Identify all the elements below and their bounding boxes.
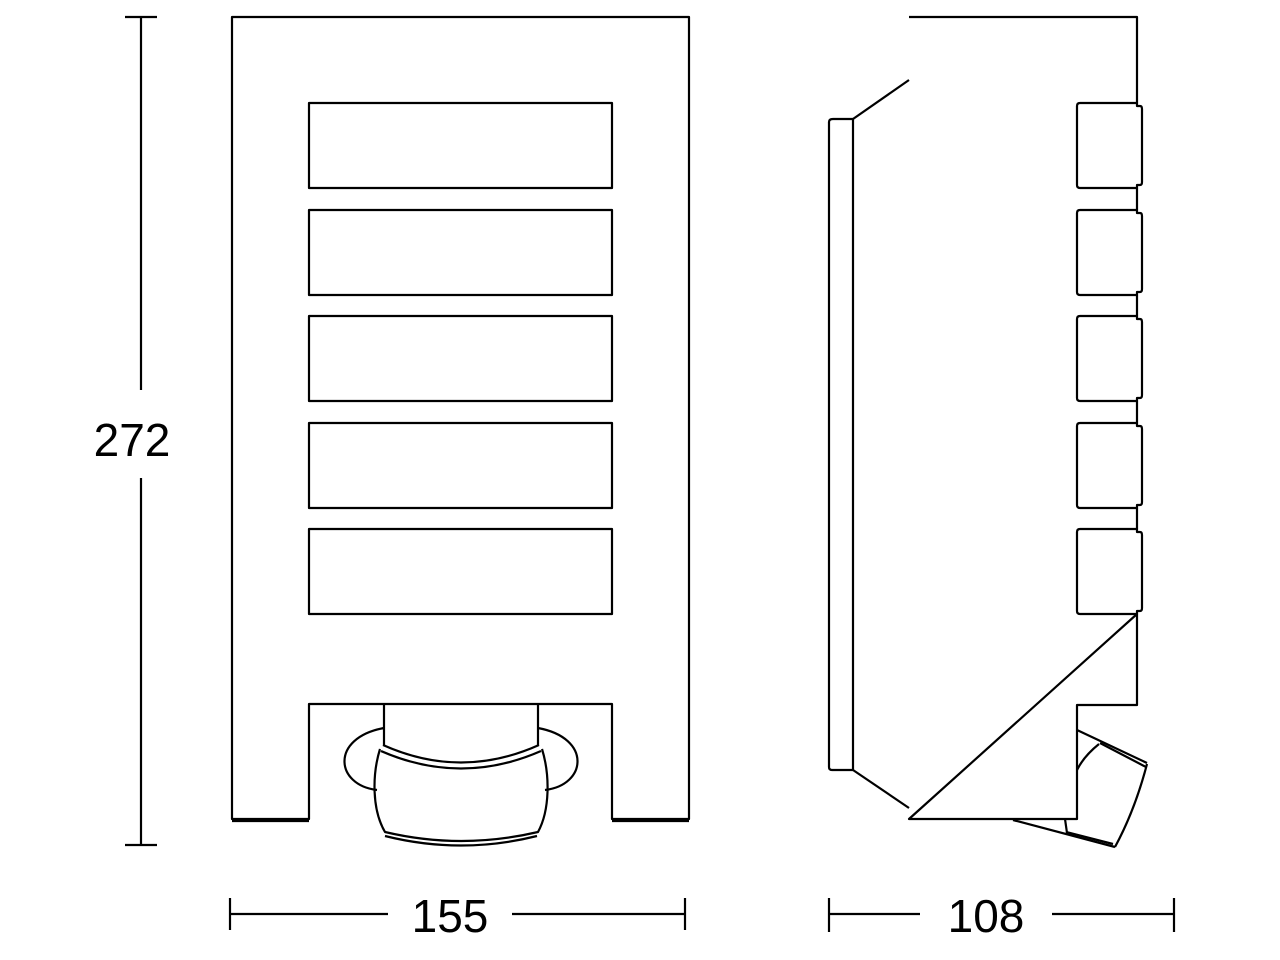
width-label: 155 (412, 890, 489, 942)
height-label: 272 (94, 414, 171, 466)
depth-dimension: 108 (827, 890, 1176, 942)
front-slats (307, 101, 614, 616)
depth-label: 108 (948, 890, 1025, 942)
width-dimension: 155 (228, 890, 687, 942)
side-fins (1075, 101, 1144, 616)
motion-sensor-front (343, 704, 579, 847)
side-view (827, 15, 1149, 849)
motion-sensor-side (1012, 729, 1149, 849)
height-dimension: 272 (94, 15, 171, 847)
front-view (230, 15, 691, 847)
